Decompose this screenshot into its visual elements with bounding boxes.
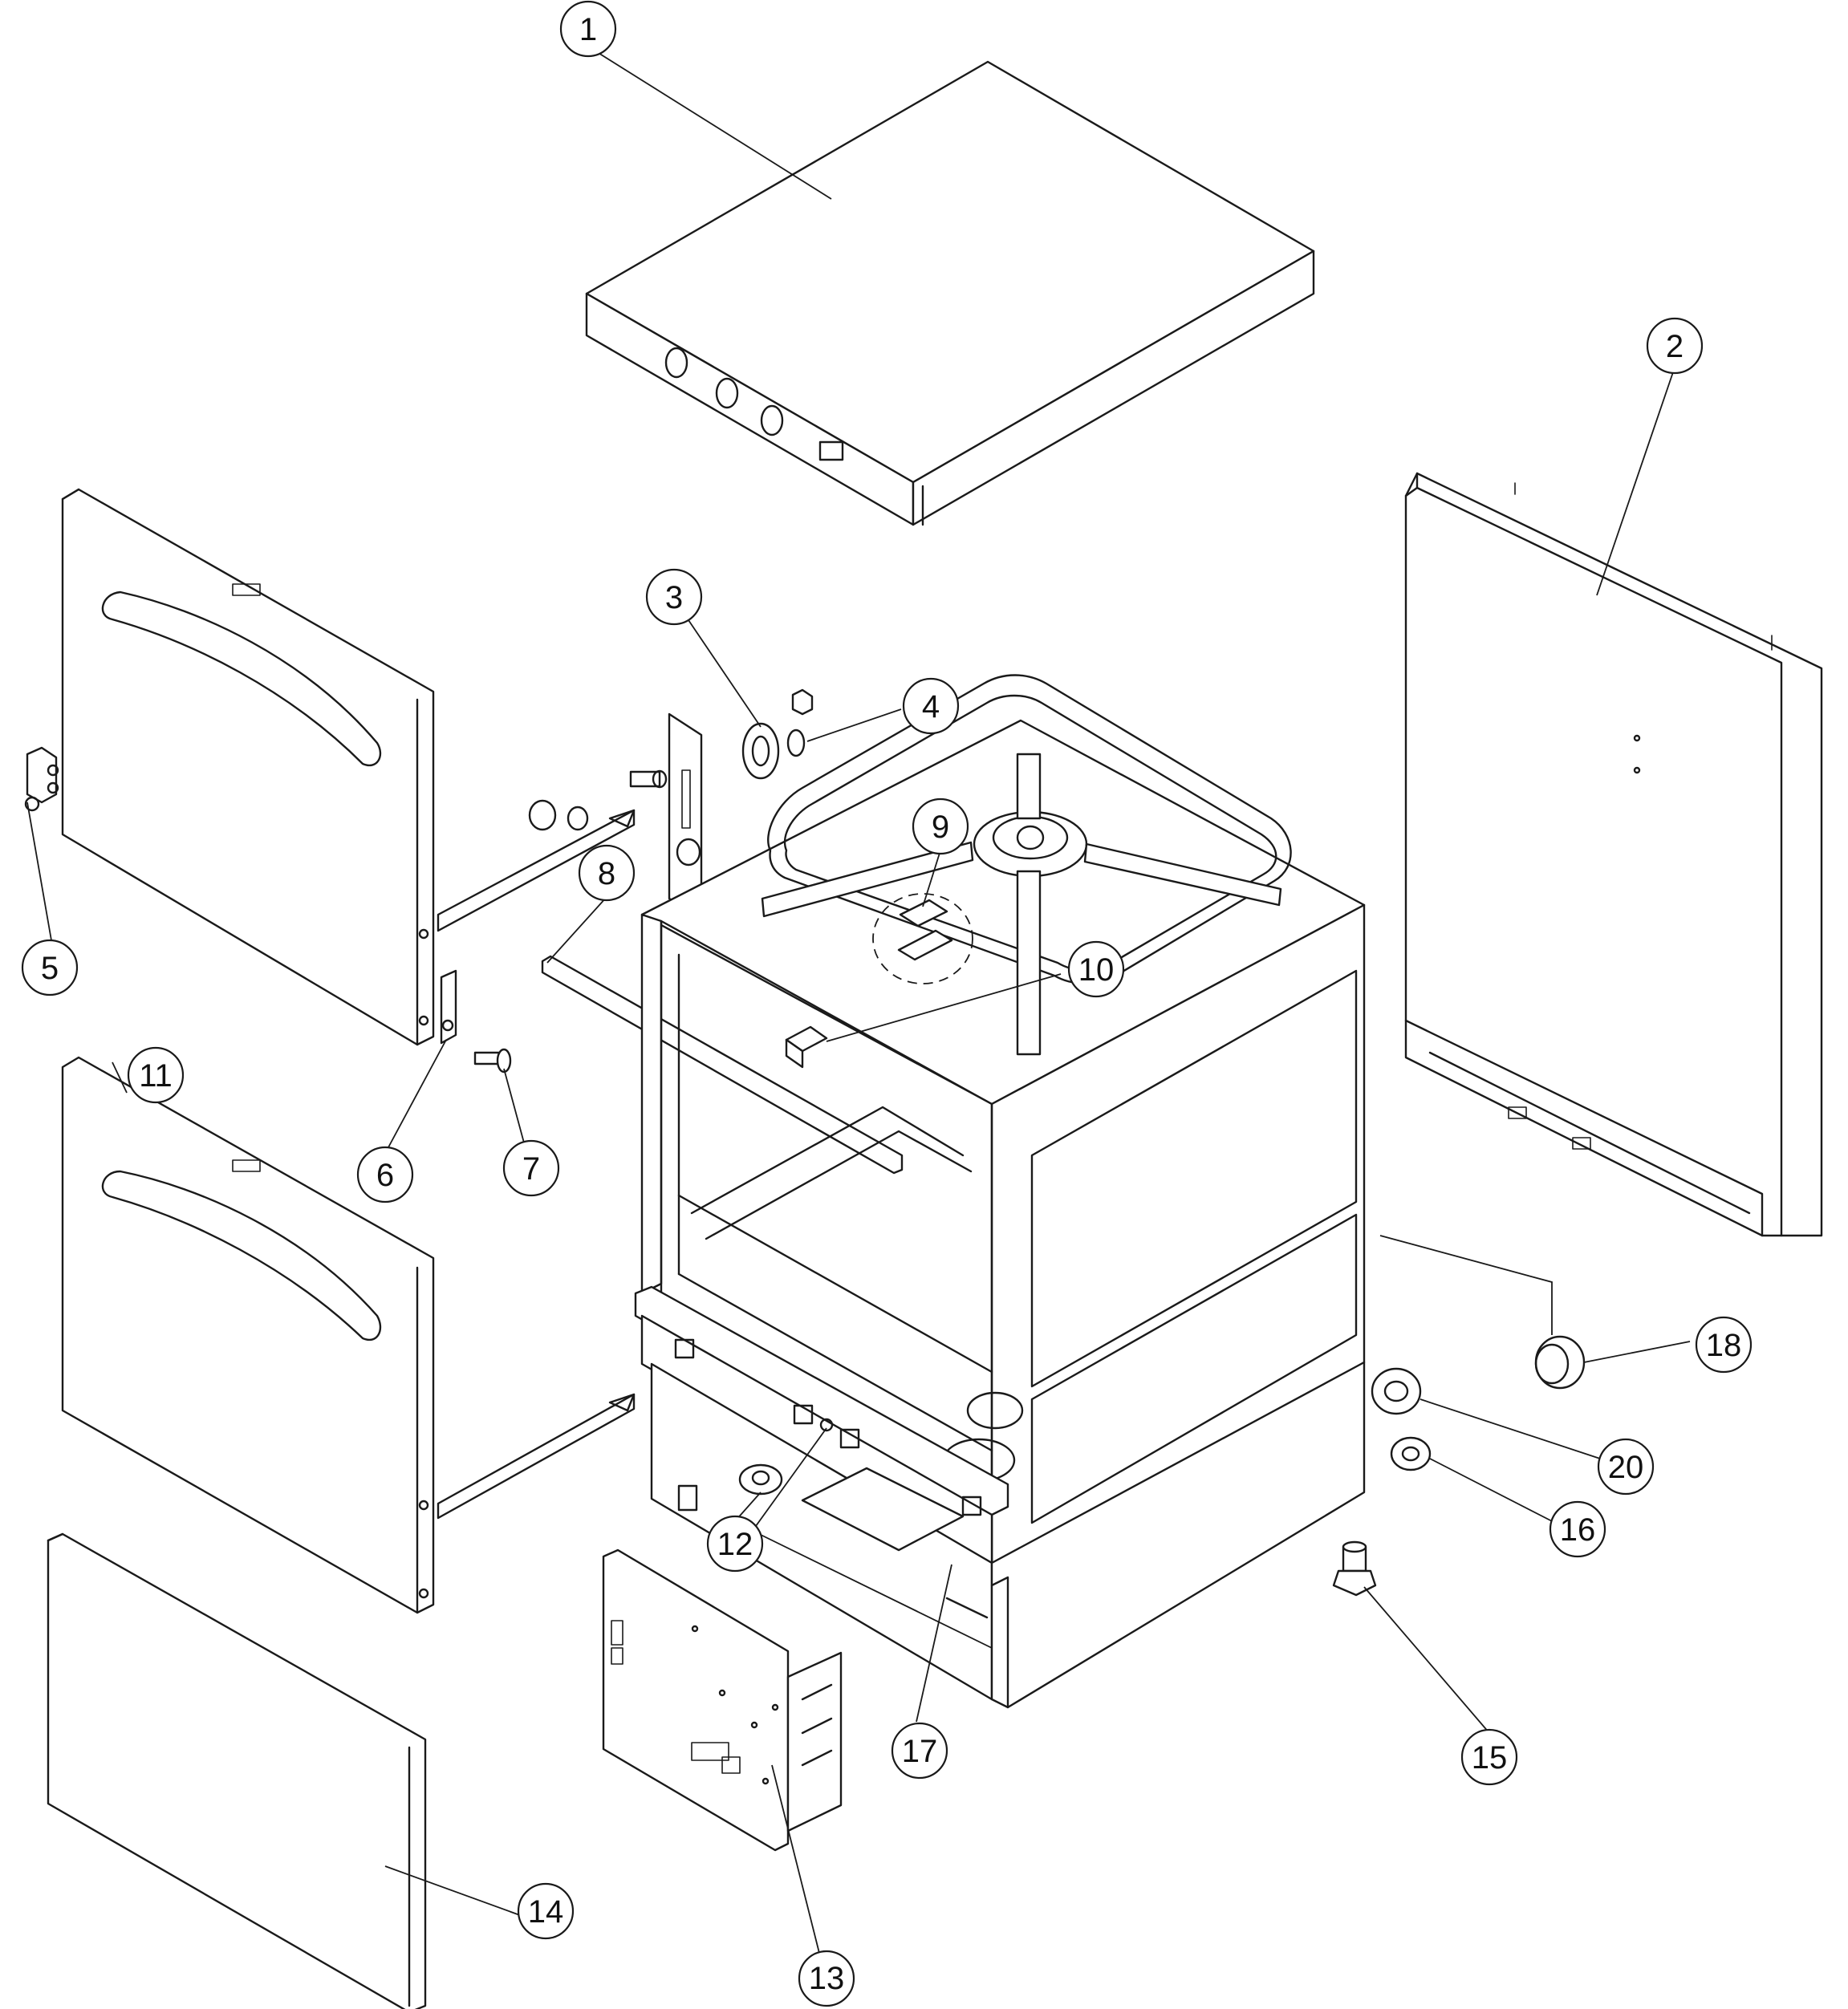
- svg-text:2: 2: [1666, 329, 1684, 364]
- svg-text:18: 18: [1706, 1328, 1742, 1363]
- part-lower-rail: [437, 1393, 636, 1520]
- callout-18: 18: [1695, 1316, 1753, 1374]
- svg-text:11: 11: [139, 1058, 173, 1094]
- svg-text:13: 13: [809, 1961, 845, 1996]
- svg-text:12: 12: [717, 1527, 753, 1562]
- svg-text:20: 20: [1608, 1450, 1644, 1485]
- svg-text:16: 16: [1560, 1512, 1596, 1548]
- part-screw: [473, 1048, 512, 1073]
- callout-13: 13: [798, 1950, 855, 2007]
- svg-text:10: 10: [1078, 952, 1115, 988]
- part-lock-plate-assembly: [528, 688, 814, 908]
- part-washer: [1390, 1436, 1432, 1471]
- callout-11: 11: [127, 1046, 185, 1104]
- callout-7: 7: [502, 1139, 560, 1197]
- part-door-catch: [440, 969, 457, 1045]
- callout-12: 12: [706, 1515, 764, 1573]
- part-connector-fitting: [1332, 1540, 1377, 1597]
- part-upper-rail: [437, 809, 636, 932]
- detail-circle: [872, 893, 973, 984]
- callout-9: 9: [912, 798, 969, 855]
- callout-16: 16: [1549, 1500, 1606, 1558]
- svg-text:17: 17: [902, 1734, 938, 1769]
- part-upper-door: [61, 488, 435, 1046]
- svg-text:3: 3: [665, 580, 683, 615]
- svg-text:4: 4: [922, 689, 940, 724]
- part-hinge-bracket: [24, 746, 59, 812]
- callout-5: 5: [21, 939, 79, 996]
- callout-2: 2: [1646, 317, 1704, 375]
- callout-1: 1: [559, 0, 617, 58]
- part-lower-door: [61, 1056, 435, 1614]
- callout-3: 3: [645, 568, 703, 626]
- callout-10: 10: [1067, 940, 1125, 998]
- part-kick-panel: [47, 1532, 427, 2009]
- callout-14: 14: [517, 1882, 575, 1940]
- part-top-cover: [585, 60, 1315, 526]
- part-gasket-ring: [1371, 1367, 1422, 1415]
- svg-text:14: 14: [528, 1894, 564, 1930]
- svg-text:7: 7: [522, 1151, 540, 1187]
- svg-text:5: 5: [41, 951, 59, 986]
- svg-text:9: 9: [932, 810, 949, 845]
- dashed-guide-line: [1379, 1235, 1553, 1335]
- part-main-cabinet: [634, 674, 1366, 1709]
- part-side-panel: [1404, 472, 1823, 1237]
- callout-20: 20: [1597, 1438, 1655, 1496]
- part-cap-fitting: [1534, 1335, 1586, 1390]
- callout-6: 6: [356, 1146, 414, 1203]
- callout-8: 8: [578, 844, 636, 902]
- callout-4: 4: [902, 677, 960, 735]
- part-rack-guide: [541, 955, 904, 1175]
- callout-15: 15: [1460, 1728, 1518, 1786]
- callout-17: 17: [891, 1722, 948, 1780]
- svg-text:1: 1: [579, 12, 597, 47]
- svg-text:8: 8: [598, 856, 615, 891]
- part-control-board: [602, 1548, 843, 1852]
- svg-text:6: 6: [376, 1158, 394, 1193]
- svg-text:15: 15: [1472, 1740, 1508, 1776]
- part-clip-hardware: [785, 899, 953, 1069]
